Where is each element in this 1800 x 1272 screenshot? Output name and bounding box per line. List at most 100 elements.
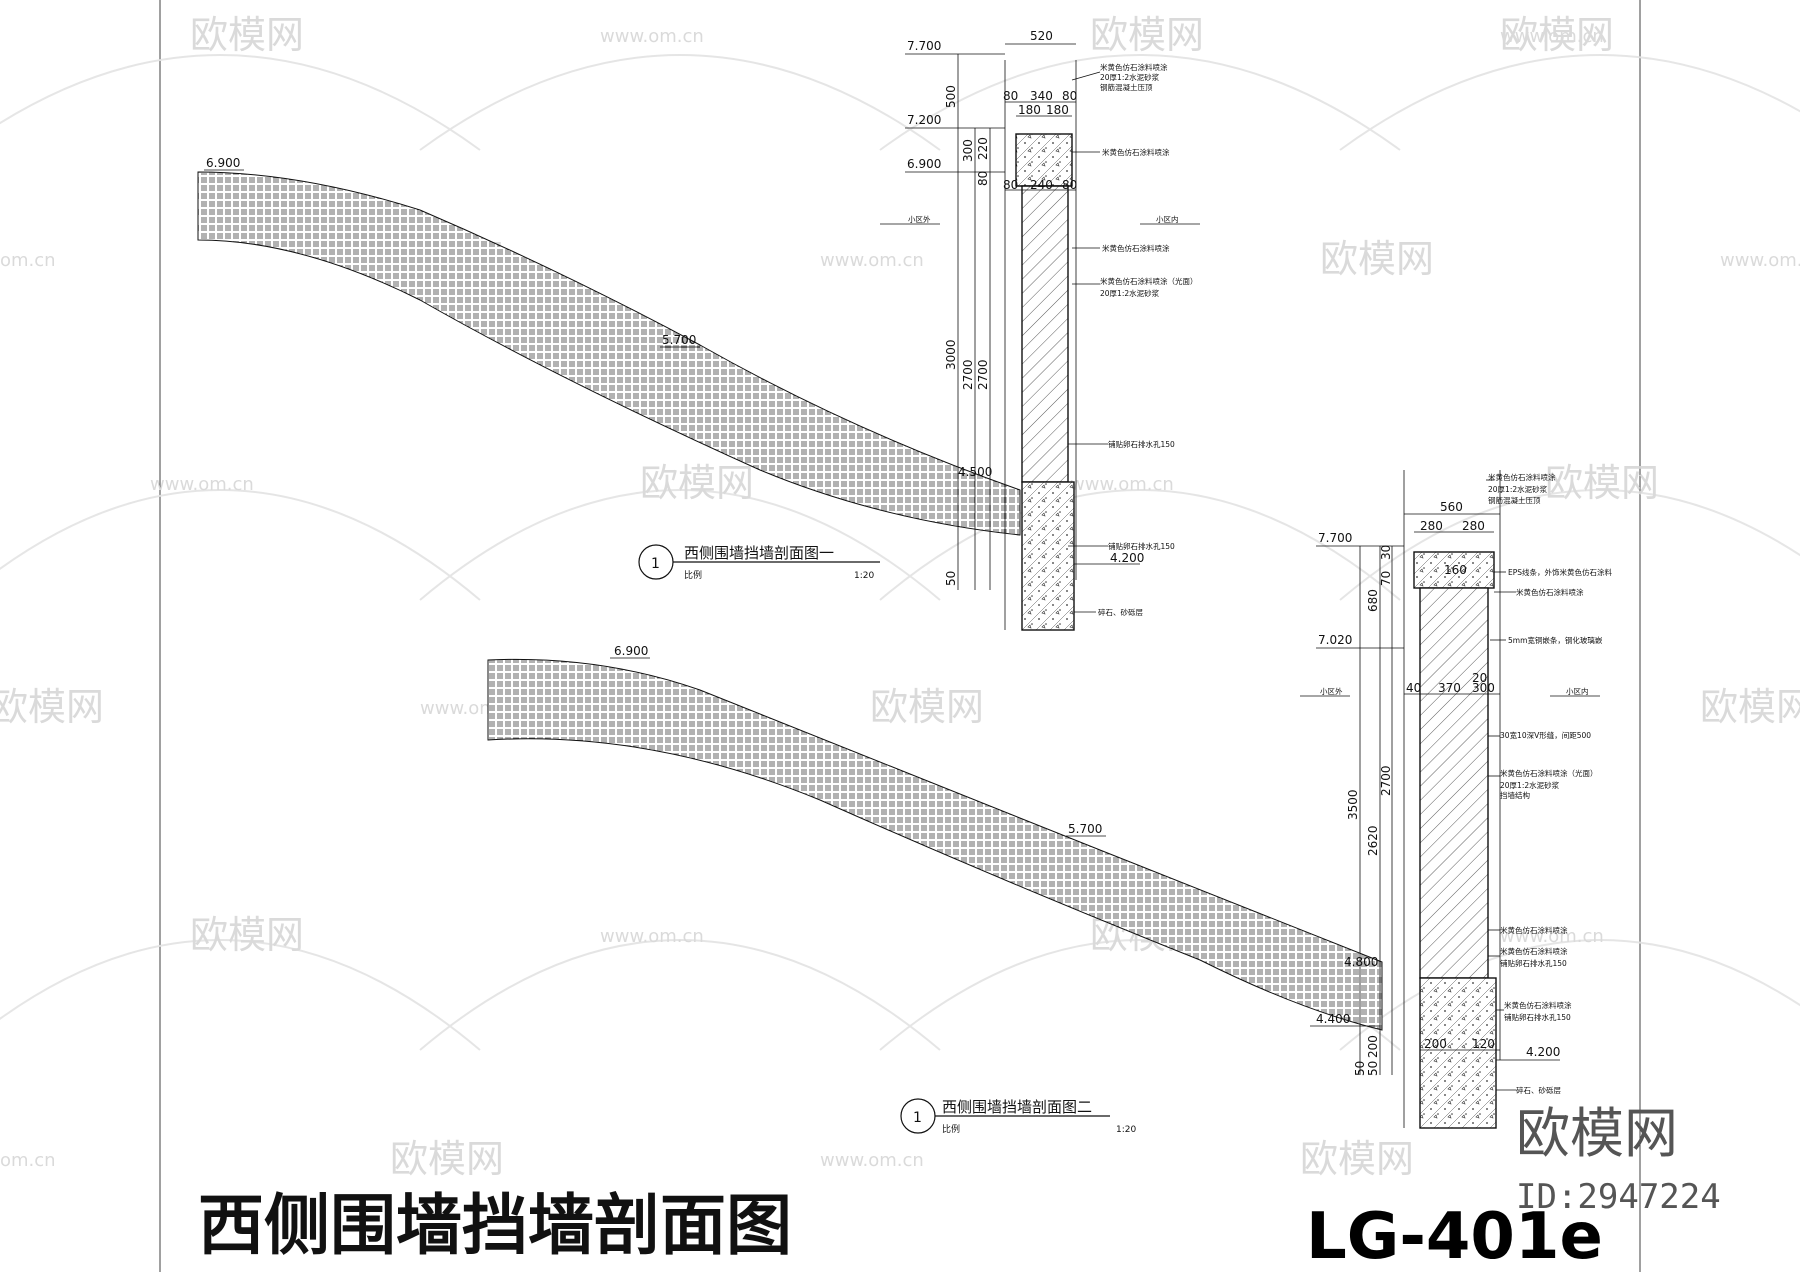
note2-10: 挡墙结构 (1500, 790, 1530, 800)
note2-6: 5mm宽铜嵌条，钢化玻璃嵌 (1508, 635, 1603, 645)
level-mid-2: 7.020 (1318, 633, 1352, 647)
elev-slope-mid: 5.700 (662, 333, 696, 347)
dim-w40: 40 (1406, 681, 1421, 695)
watermark-logo: 欧模网 (390, 1137, 504, 1181)
note2-5: 米黄色仿石涂料喷涂 (1516, 587, 1584, 597)
elev-slope-top-2: 6.900 (614, 644, 648, 658)
watermark-url: www.om.cn (820, 250, 924, 271)
dim-total-width: 520 (1030, 29, 1053, 43)
dim-w80b: 80 (1062, 89, 1077, 103)
note2-1: 米黄色仿石涂料喷涂 (1488, 472, 1556, 482)
watermark-logo: 欧模网 (1500, 13, 1614, 57)
dim-w80d: 80 (1062, 178, 1077, 192)
elev-ground-left-2: 4.400 (1316, 1012, 1350, 1026)
dim-w180a: 180 (1018, 103, 1041, 117)
note2-11: 米黄色仿石涂料喷涂 (1500, 925, 1568, 935)
elev-ground: 4.200 (1110, 551, 1144, 565)
watermark-url: www.om.cn (1070, 474, 1174, 495)
wall-coping-2 (1413, 551, 1495, 589)
watermark-url: www.om.cn (150, 474, 254, 495)
section-1-title: 西侧围墙挡墙剖面图一 (684, 544, 834, 562)
note-10: 碎石、砂砾层 (1098, 607, 1143, 617)
dim-w340: 340 (1030, 89, 1053, 103)
dim-w20: 20 (1472, 671, 1487, 685)
dim-h50: 50 (944, 571, 958, 586)
note-4: 米黄色仿石涂料喷涂 (1102, 147, 1170, 157)
watermark-logo: 欧模网 (870, 685, 984, 729)
wall-body-1 (1021, 185, 1069, 483)
note2-13: 铺贴卵石排水孔150 (1500, 958, 1567, 968)
note2-16: 碎石、砂砾层 (1516, 1085, 1561, 1095)
dim-h80: 80 (976, 171, 990, 186)
note-6: 米黄色仿石涂料喷涂（光面） (1100, 276, 1198, 286)
dim-total-width-2: 560 (1440, 500, 1463, 514)
section-2-title: 西侧围墙挡墙剖面图二 (942, 1098, 1092, 1116)
label-outside-2: 小区外 (1320, 686, 1343, 696)
dim-h70: 70 (1379, 571, 1393, 586)
watermark-url: www.om.cn (1500, 926, 1604, 947)
bottom-watermark-id: ID:2947224 (1516, 1177, 1721, 1217)
elev-ground-right-2: 4.200 (1526, 1045, 1560, 1059)
dim-w80a: 80 (1003, 89, 1018, 103)
label-inside-2: 小区内 (1566, 686, 1589, 696)
dim-h2700b: 2700 (976, 359, 990, 390)
sheet-code: LG-401e (1306, 1200, 1603, 1272)
dim-h300: 300 (961, 139, 975, 162)
dim-h2700: 2700 (1379, 765, 1393, 796)
note2-4: EPS线条，外饰米黄色仿石涂料 (1508, 567, 1613, 577)
note2-8: 米黄色仿石涂料喷涂（光面） (1500, 768, 1598, 778)
dim-w80c: 80 (1003, 178, 1018, 192)
elev-slope-low-2: 4.800 (1344, 955, 1378, 969)
scale-value: 1:20 (854, 571, 874, 581)
watermark-logo: 欧模网 (190, 13, 304, 57)
note2-12: 米黄色仿石涂料喷涂 (1500, 946, 1568, 956)
dim-h200: 200 (1366, 1035, 1380, 1058)
watermark-logo: 欧模网 (1090, 13, 1204, 57)
dim-h3000: 3000 (944, 339, 958, 370)
watermark-url: www.om.cn (600, 926, 704, 947)
note-1: 米黄色仿石涂料喷涂 (1100, 62, 1168, 72)
section-2: 6.900 5.700 4.800 4.400 560 280 280 160 … (487, 470, 1613, 1135)
watermark-logo: 欧模网 (190, 913, 304, 957)
watermark-logo: 欧模网 (1545, 461, 1659, 505)
watermark-logo: 欧模网 (1700, 685, 1800, 729)
notes-2: 米黄色仿石涂料喷涂 20厚1:2水泥砂浆 钢筋混凝土压顶 EPS线条，外饰米黄色… (1486, 472, 1613, 1095)
section-1: 6.900 5.700 4.500 520 80 340 80 180 180 … (197, 29, 1200, 631)
level-top-2: 7.700 (1318, 531, 1352, 545)
wall-footing-2 (1419, 977, 1497, 1129)
dim-h500: 500 (944, 85, 958, 108)
dim-w240: 240 (1030, 178, 1053, 192)
watermark-url: www.om.cn (1500, 26, 1604, 47)
level-mid: 7.200 (907, 113, 941, 127)
note2-3: 钢筋混凝土压顶 (1488, 495, 1541, 505)
note-3: 钢筋混凝土压顶 (1100, 82, 1153, 92)
scale-label: 比例 (684, 569, 702, 581)
dim-w280b: 280 (1462, 519, 1485, 533)
note-9: 铺贴卵石排水孔150 (1108, 541, 1175, 551)
notes-1: 米黄色仿石涂料喷涂 20厚1:2水泥砂浆 钢筋混凝土压顶 米黄色仿石涂料喷涂 米… (1068, 62, 1198, 617)
watermark-url: www.om.cn (1720, 250, 1800, 271)
watermark-url: www.om.cn (820, 1150, 924, 1171)
wall-body-2 (1419, 587, 1489, 979)
dim-h2620: 2620 (1366, 825, 1380, 856)
note2-9: 20厚1:2水泥砂浆 (1500, 780, 1560, 790)
label-inside: 小区内 (1156, 214, 1179, 224)
dim-w200: 200 (1424, 1037, 1447, 1051)
elev-slope-mid-2: 5.700 (1068, 822, 1102, 836)
section-2-title-block: 1 西侧围墙挡墙剖面图二 比例 1:20 (900, 1098, 1136, 1135)
watermark-url: om.cn (0, 250, 56, 271)
dim-w370: 370 (1438, 681, 1461, 695)
dim-h50b: 50 (1366, 1061, 1380, 1076)
note-7: 20厚1:2水泥砂浆 (1100, 288, 1160, 298)
note-5: 米黄色仿石涂料喷涂 (1102, 243, 1170, 253)
dim-w180b: 180 (1046, 103, 1069, 117)
dim-w300: 300 (1472, 681, 1495, 695)
dim-h680: 680 (1366, 589, 1380, 612)
section-marker-number: 1 (651, 556, 660, 572)
level-top: 7.700 (907, 39, 941, 53)
watermark-logo: 欧模网 (640, 461, 754, 505)
dim-w280a: 280 (1420, 519, 1443, 533)
section-1-title-block: 1 西侧围墙挡墙剖面图一 比例 1:20 (638, 544, 880, 581)
slope-earth-2 (487, 658, 1383, 1031)
